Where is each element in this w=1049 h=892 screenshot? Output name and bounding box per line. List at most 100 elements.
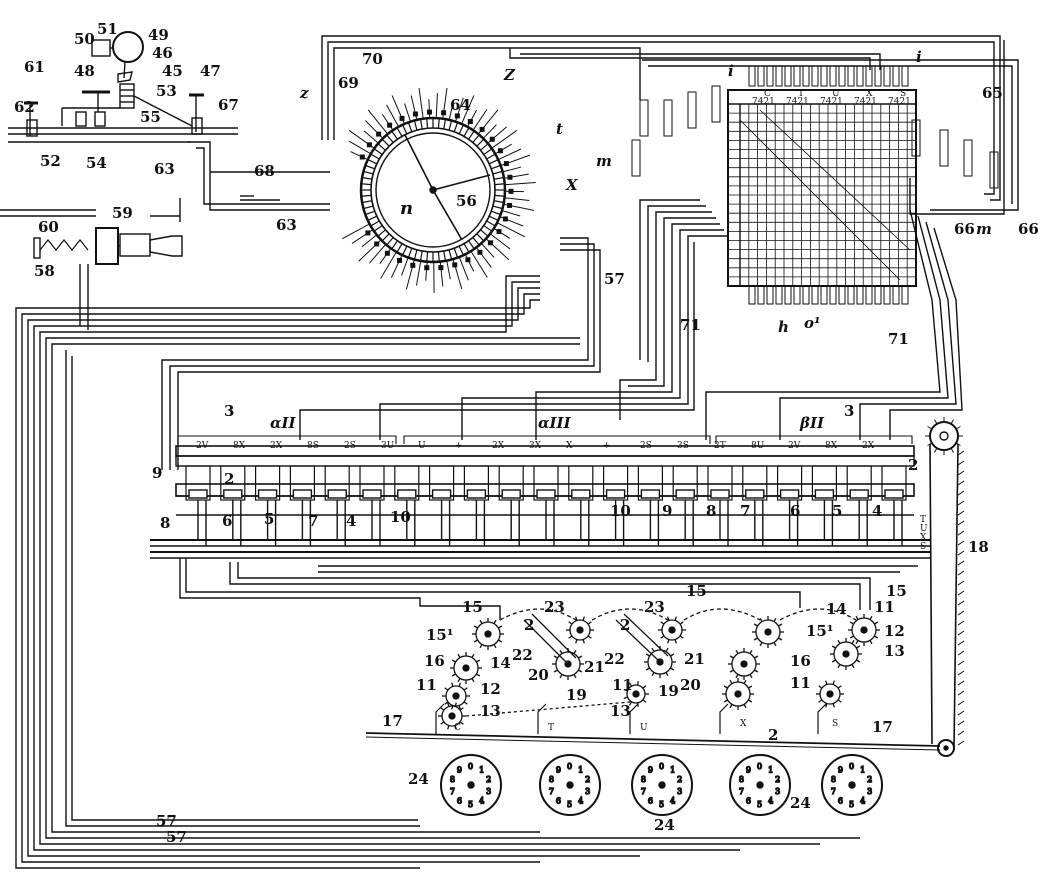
label-22a: 22 <box>512 646 533 664</box>
brush-contact <box>412 111 418 117</box>
gear-S-mid-tooth <box>851 664 855 669</box>
gear-19-U-tooth <box>670 667 675 671</box>
label-15b: 15 <box>686 582 707 600</box>
chain-tooth <box>957 700 965 706</box>
gear-T-top-hub <box>576 626 584 634</box>
label-14a: 14 <box>490 654 511 672</box>
sprocket-tooth <box>934 419 938 425</box>
plug-stack-right <box>963 139 973 177</box>
rail-letter: X <box>920 533 927 543</box>
label-alpha3: αIII <box>538 414 572 432</box>
brush-wire <box>415 261 422 286</box>
gear-13-left-tooth <box>454 725 457 730</box>
gear-13-left-tooth <box>440 707 445 711</box>
plugboard <box>727 89 917 287</box>
wheel-digit: 9 <box>838 766 843 775</box>
gear-U-top-tooth <box>674 639 677 644</box>
label-66a: 66 <box>954 220 975 238</box>
gear-X-low-tooth <box>743 704 747 709</box>
brush-wire <box>459 257 469 281</box>
dial-tick <box>463 243 470 253</box>
dial-tick <box>361 183 372 186</box>
label-o1: o¹ <box>804 314 821 332</box>
plug-top <box>847 65 855 87</box>
register-counter <box>431 489 452 499</box>
register-counter <box>501 489 521 499</box>
plug-stack-left <box>639 99 649 137</box>
gear-X-mid-tooth <box>729 669 734 673</box>
chain-teeth <box>925 417 965 746</box>
chain-tooth <box>957 670 965 676</box>
wheel-digit: 1 <box>670 766 675 775</box>
plug-top <box>856 65 864 87</box>
brush-contact <box>387 122 393 128</box>
brush-contact <box>487 240 493 246</box>
gear-X-top-tooth <box>759 642 763 647</box>
wheel-digit: 0 <box>567 762 572 771</box>
chain-tooth <box>957 460 965 466</box>
dial-tick <box>361 200 373 204</box>
brush-wire <box>368 244 386 264</box>
register-term: 3S <box>677 441 689 451</box>
plug-bottom <box>784 285 792 305</box>
wheel-digit: 8 <box>831 775 836 784</box>
register-counter <box>884 489 904 499</box>
gear-X-mid-tooth <box>754 669 759 673</box>
gear-S-top-tooth <box>855 640 859 645</box>
dial-tick <box>365 164 375 170</box>
gear-16-left-tooth <box>451 673 456 677</box>
dial-brush-wires <box>341 87 536 293</box>
register-counter <box>640 489 661 499</box>
brush-wire <box>483 124 497 139</box>
gear-12-left-tooth <box>463 701 468 705</box>
wheel-digit: 6 <box>556 796 561 805</box>
gear-16-left-tooth <box>457 678 461 683</box>
dial-tick <box>413 120 418 131</box>
plug-stack-left <box>711 85 721 123</box>
gear-S-low-tooth <box>818 685 823 689</box>
label-58: 58 <box>34 262 55 280</box>
gear-15p-left-tooth <box>479 619 483 624</box>
wheel-digit: 4 <box>768 796 773 805</box>
board-header-letter: S <box>900 89 906 99</box>
gear-X-low-tooth <box>729 704 733 709</box>
board-header-letter: T <box>798 89 804 99</box>
label-49: 49 <box>148 26 169 44</box>
chain-tooth <box>957 450 965 456</box>
label-57c: 57 <box>166 828 187 846</box>
wheel-digit: 9 <box>556 766 561 775</box>
label-z: z <box>299 84 309 102</box>
chain-tooth <box>957 600 965 606</box>
label-64: 64 <box>450 96 471 114</box>
label-X: X <box>565 176 579 194</box>
wheel-digit: 0 <box>468 762 473 771</box>
plug-stack-left <box>687 91 697 129</box>
sprocket-tooth <box>955 442 961 446</box>
dial-tick <box>391 130 398 140</box>
dial-tick <box>453 248 459 258</box>
register-counter <box>292 489 313 499</box>
dial-tick <box>396 243 403 253</box>
bracket-alpha3 <box>403 435 711 444</box>
chain-tooth <box>957 710 965 716</box>
brush-contact <box>384 250 390 256</box>
gear-S-top-tooth <box>869 615 873 620</box>
brush-wire <box>367 109 388 134</box>
gear-S-low-tooth <box>832 703 835 708</box>
plug-bottom <box>829 285 837 305</box>
chain-tooth <box>957 550 965 556</box>
label-10a: 10 <box>390 508 411 526</box>
plug-top <box>748 65 756 87</box>
bracket-alpha2 <box>177 435 397 444</box>
wheel-digit: 3 <box>486 787 491 796</box>
register-brackets <box>177 435 913 444</box>
gear-U-top-tooth <box>679 635 684 639</box>
dial-tick <box>468 240 475 250</box>
dial-tick <box>377 143 386 151</box>
dial-tick <box>443 250 447 262</box>
brush-wire <box>503 166 522 173</box>
dial-tick <box>443 118 447 130</box>
plug-top <box>865 65 873 87</box>
